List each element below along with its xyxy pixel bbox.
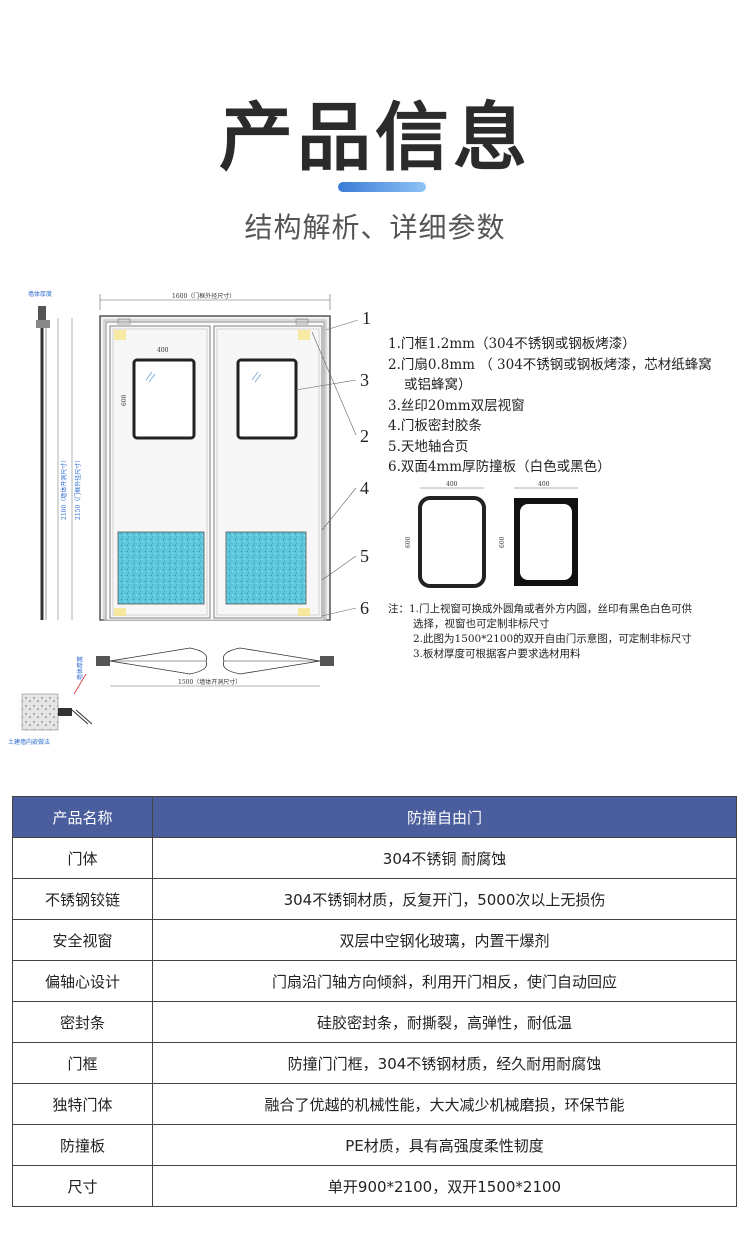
note-item: 3.丝印20mm双层视窗 [388, 397, 525, 414]
plan-view: 墙体厚度 1500（墙体开洞尺寸） 土建墙内嵌做法 [8, 647, 334, 746]
table-header-name: 产品名称 [12, 796, 153, 838]
note-item: 2.门扇0.8mm （ 304不锈钢或钢板烤漆，芯材纸蜂窝 [388, 356, 712, 373]
remark-item: 3.板材厚度可根据客户要求选材用料 [413, 648, 581, 660]
view-window-right [236, 358, 298, 440]
kickplate-left [117, 531, 205, 605]
callout-6: 6 [360, 598, 369, 618]
table-row: 独特门体融合了优越的机械性能，大大减少机械磨损，环保节能 [12, 1083, 737, 1125]
remark-item: 注：1.门上视窗可换成外圆角或者外方内圆，丝印有黑色白色可供 [388, 603, 693, 615]
civil-wall-block [21, 693, 59, 731]
page-title: 产品信息 [219, 95, 531, 181]
note-item: 4.门板密封胶条 [388, 418, 482, 434]
note-item: 1.门框1.2mm（304不锈钢或钢板烤漆） [388, 336, 636, 352]
callout-2: 2 [360, 426, 369, 446]
spec-notes: 1.门框1.2mm（304不锈钢或钢板烤漆） 2.门扇0.8mm （ 304不锈… [388, 334, 748, 478]
height-outer-label: 2150（门框外径尺寸） [74, 457, 82, 520]
title-accent-bar [338, 182, 426, 192]
door-leaf-right [213, 325, 323, 619]
table-row: 门框防撞门门框，304不锈钢材质，经久耐用耐腐蚀 [12, 1042, 737, 1084]
svg-text:400: 400 [446, 481, 458, 488]
view-window-left [132, 358, 196, 440]
window-height-label: 600 [121, 394, 128, 406]
callout-5: 5 [360, 546, 369, 566]
wall-section-top [38, 306, 46, 328]
wall-thickness-label: 墙体厚度 [28, 290, 52, 298]
table-row: 密封条硅胶密封条，耐撕裂，高弹性，耐低温 [12, 1001, 737, 1043]
table-header-row: 产品名称 防撞自由门 [12, 796, 737, 838]
note-item: 5.天地轴合页 [388, 438, 469, 455]
table-row: 偏轴心设计门扇沿门轴方向倾斜，利用开门相反，使门自动回应 [12, 960, 737, 1002]
side-section-view: 墙体厚度 2100（墙体开洞尺寸） 2150（门框外径尺寸） [28, 290, 82, 620]
window-detail-square: 400 600 [499, 481, 578, 586]
window-detail-rounded: 400 600 [405, 481, 486, 588]
civil-note-label: 土建墙内嵌做法 [8, 738, 50, 746]
wall-thickness-bottom-label: 墙体厚度 [76, 656, 84, 680]
remarks: 注：1.门上视窗可换成外圆角或者外方内圆，丝印有黑色白色可供 选择，视窗也可定制… [388, 602, 748, 662]
height-opening-label: 2100（墙体开洞尺寸） [60, 457, 68, 520]
remark-item: 选择，视窗也可定制非标尺寸 [413, 618, 550, 630]
table-row: 安全视窗双层中空钢化玻璃，内置干爆剂 [12, 919, 737, 961]
callout-lines [295, 319, 359, 617]
note-item: 或铝蜂窝） [404, 377, 472, 393]
callout-4: 4 [360, 478, 369, 498]
door-leaf-left: 400 600 [109, 325, 211, 619]
bottom-width-label: 1500（墙体开洞尺寸） [178, 678, 241, 686]
note-item: 6.双面4mm厚防撞板（白色或黑色） [388, 459, 611, 475]
page-subtitle: 结构解析、详细参数 [244, 211, 506, 244]
callout-1: 1 [362, 308, 371, 328]
window-width-label: 400 [157, 347, 169, 354]
svg-text:600: 600 [405, 536, 412, 548]
callout-3: 3 [360, 370, 369, 390]
door-structure-drawing: 墙体厚度 2100（墙体开洞尺寸） 2150（门框外径尺寸） 1600（门框外径… [8, 290, 578, 746]
remark-item: 2.此图为1500*2100的双开自由门示意图，可定制非标尺寸 [413, 633, 692, 645]
outer-width-label: 1600（门框外径尺寸） [172, 292, 235, 300]
table-header-product: 防撞自由门 [152, 796, 737, 838]
svg-text:600: 600 [499, 536, 506, 548]
svg-text:400: 400 [538, 481, 550, 488]
kickplate-right [225, 531, 307, 605]
table-row: 尺寸单开900*2100，双开1500*2100 [12, 1165, 737, 1207]
